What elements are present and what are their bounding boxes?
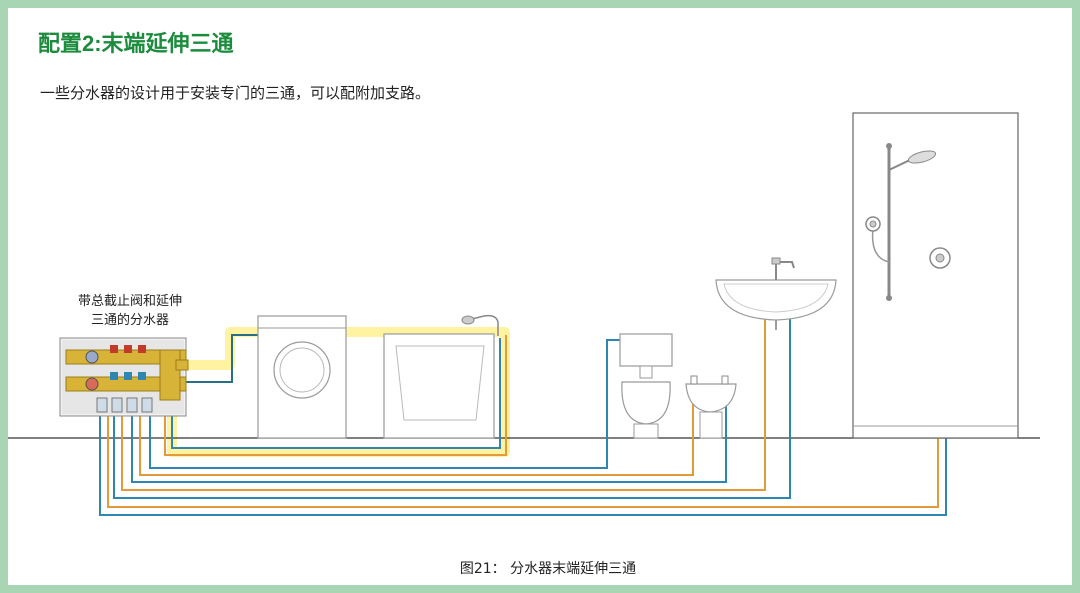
bathtub-icon <box>383 314 499 439</box>
pipe-toilet <box>149 339 620 469</box>
pipe-bidet-hot <box>139 383 694 476</box>
washing-machine-icon <box>257 315 347 439</box>
manifold-label-line2: 三通的分水器 <box>90 313 169 328</box>
page-title: 配置2:末端延伸三通 <box>38 31 234 56</box>
manifold-icon <box>59 337 189 417</box>
pipe-bathtub-hot <box>164 335 507 456</box>
pipe-basin-cold <box>113 318 791 499</box>
figure-caption: 图21： 分水器末端延伸三通 <box>459 561 637 577</box>
washbasin-icon <box>715 257 837 330</box>
pipe-basin-hot <box>121 318 766 491</box>
pipe-washing-machine <box>185 334 258 383</box>
manifold-label-line1: 带总截止阀和延伸 <box>77 294 182 309</box>
pipe-bathtub-cold <box>171 338 501 449</box>
description-text: 一些分水器的设计用于安装专门的三通，可以配附加支路。 <box>40 84 431 102</box>
toilet-icon <box>619 333 673 439</box>
pipes <box>99 265 947 516</box>
shower-icon <box>852 112 1019 439</box>
pipe-bidet-cold <box>131 383 727 483</box>
bidet-icon <box>685 375 737 439</box>
manifold-label: 带总截止阀和延伸 三通的分水器 <box>60 292 200 330</box>
